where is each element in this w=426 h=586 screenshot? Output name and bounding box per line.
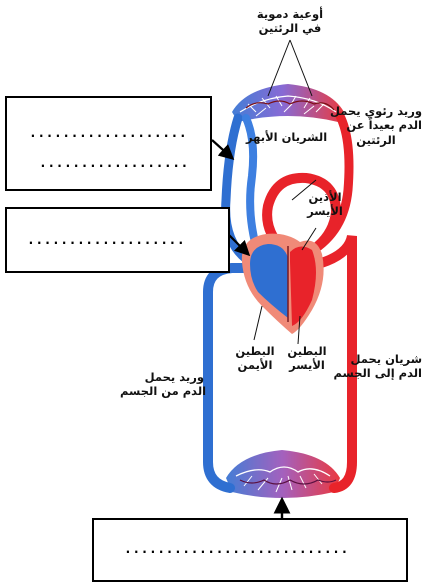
lung-vessels-label: أوعية دموية في الرئتين [247, 7, 333, 36]
right-ventricle-label: البطين الأيمن [230, 344, 280, 373]
vein-from-body-label: وريد يحمل الدم من الجسم [120, 370, 204, 399]
answer-line-2: .................. [39, 156, 189, 171]
left-ventricle-label: البطين الأيسر [282, 344, 332, 373]
left-atrium-label: الأذين الأيسر [300, 190, 350, 219]
answer-box-capillaries[interactable]: ........................... [92, 518, 408, 582]
aorta-label: الشريان الأبهر [246, 130, 327, 144]
answer-box-atrium[interactable]: ................... [5, 207, 230, 273]
pulmonary-vein-label: وريد رئوي يحمل الدم بعيداً عن الرئتين [330, 104, 422, 147]
answer-line-3: ................... [27, 233, 185, 248]
answer-box-aorta[interactable]: ................... .................. [5, 96, 212, 191]
vein-from-body-vessel [208, 268, 262, 488]
heart [242, 234, 324, 334]
answer-line-1: ................... [29, 126, 187, 141]
answer-line-4: ........................... [124, 542, 349, 557]
artery-to-body-label: شريان يحمل الدم إلى الجسم [326, 352, 422, 381]
body-capillary-bed [226, 450, 340, 498]
left-chambers [290, 246, 316, 326]
